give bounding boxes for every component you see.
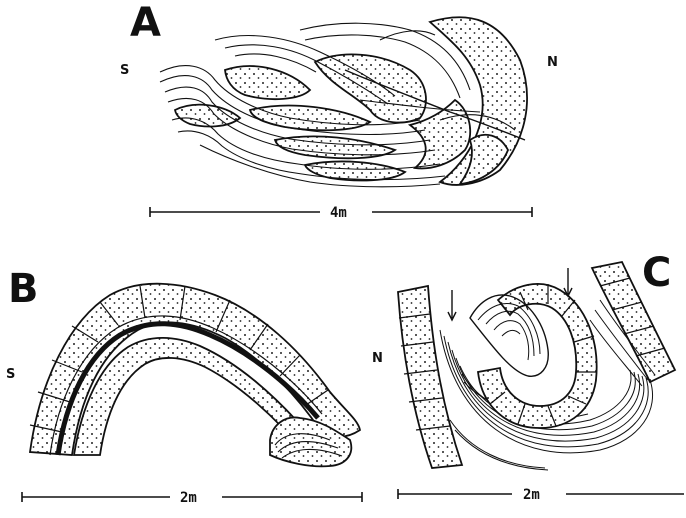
panel-a-scale-text: 4m bbox=[330, 205, 347, 221]
panel-b-anticline bbox=[30, 284, 360, 467]
panel-c-scale-bar: 2m bbox=[398, 487, 684, 503]
panel-c-label: C bbox=[642, 250, 671, 296]
panel-a-south-label: S bbox=[120, 63, 129, 78]
panel-c-north-label: N bbox=[372, 351, 383, 366]
panel-b-south-label: S bbox=[6, 367, 15, 382]
panel-b: B S bbox=[6, 266, 362, 506]
panel-c: C N bbox=[372, 250, 684, 503]
panel-a-north-label: N bbox=[547, 55, 558, 70]
panel-a-folded-strata bbox=[160, 17, 527, 187]
panel-b-label: B bbox=[8, 266, 39, 312]
panel-a: A S N bbox=[120, 0, 558, 221]
panel-c-scale-text: 2m bbox=[523, 487, 540, 503]
panel-b-scale-bar: 2m bbox=[22, 490, 362, 506]
panel-b-scale-text: 2m bbox=[180, 490, 197, 506]
panel-a-scale-bar: 4m bbox=[150, 205, 532, 221]
panel-a-label: A bbox=[130, 0, 161, 46]
panel-c-syncline bbox=[398, 262, 675, 470]
